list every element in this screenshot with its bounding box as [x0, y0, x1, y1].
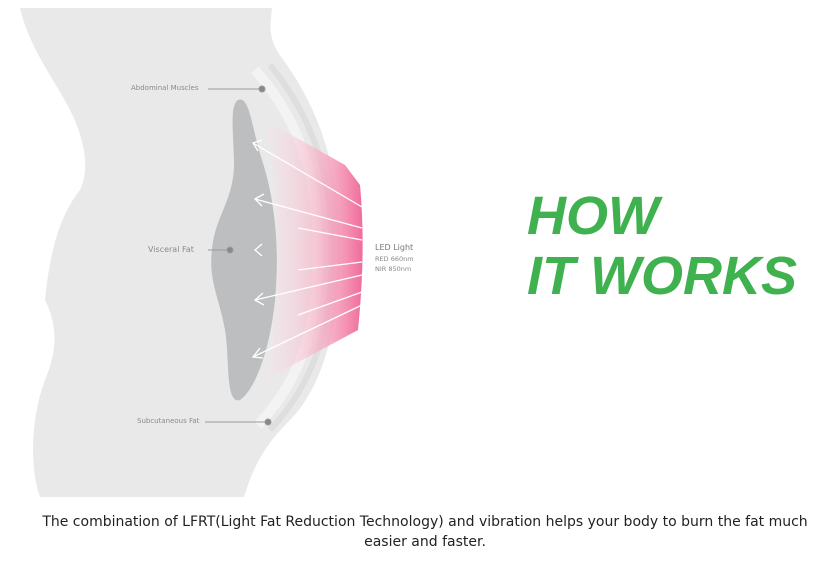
headline-line-2: IT WORKS	[527, 246, 797, 306]
body-silhouette	[20, 8, 340, 497]
body-cross-section-illustration	[20, 8, 363, 497]
label-led-red: RED 660nm	[375, 255, 414, 263]
label-abdominal-muscles: Abdominal Muscles	[131, 84, 199, 92]
label-led-nir: NIR 850nm	[375, 265, 412, 273]
headline-line-1: HOW	[527, 186, 659, 246]
leader-lines	[205, 85, 272, 426]
caption-text: The combination of LFRT(Light Fat Reduct…	[42, 514, 808, 550]
headline: HOW IT WORKS	[527, 186, 797, 306]
light-arrows	[251, 139, 363, 359]
visceral-fat-shape	[211, 99, 277, 401]
label-visceral-fat: Visceral Fat	[148, 245, 194, 254]
label-subcutaneous-fat: Subcutaneous Fat	[137, 417, 200, 425]
led-light-beam	[265, 120, 363, 380]
label-led-light: LED Light	[375, 243, 414, 252]
